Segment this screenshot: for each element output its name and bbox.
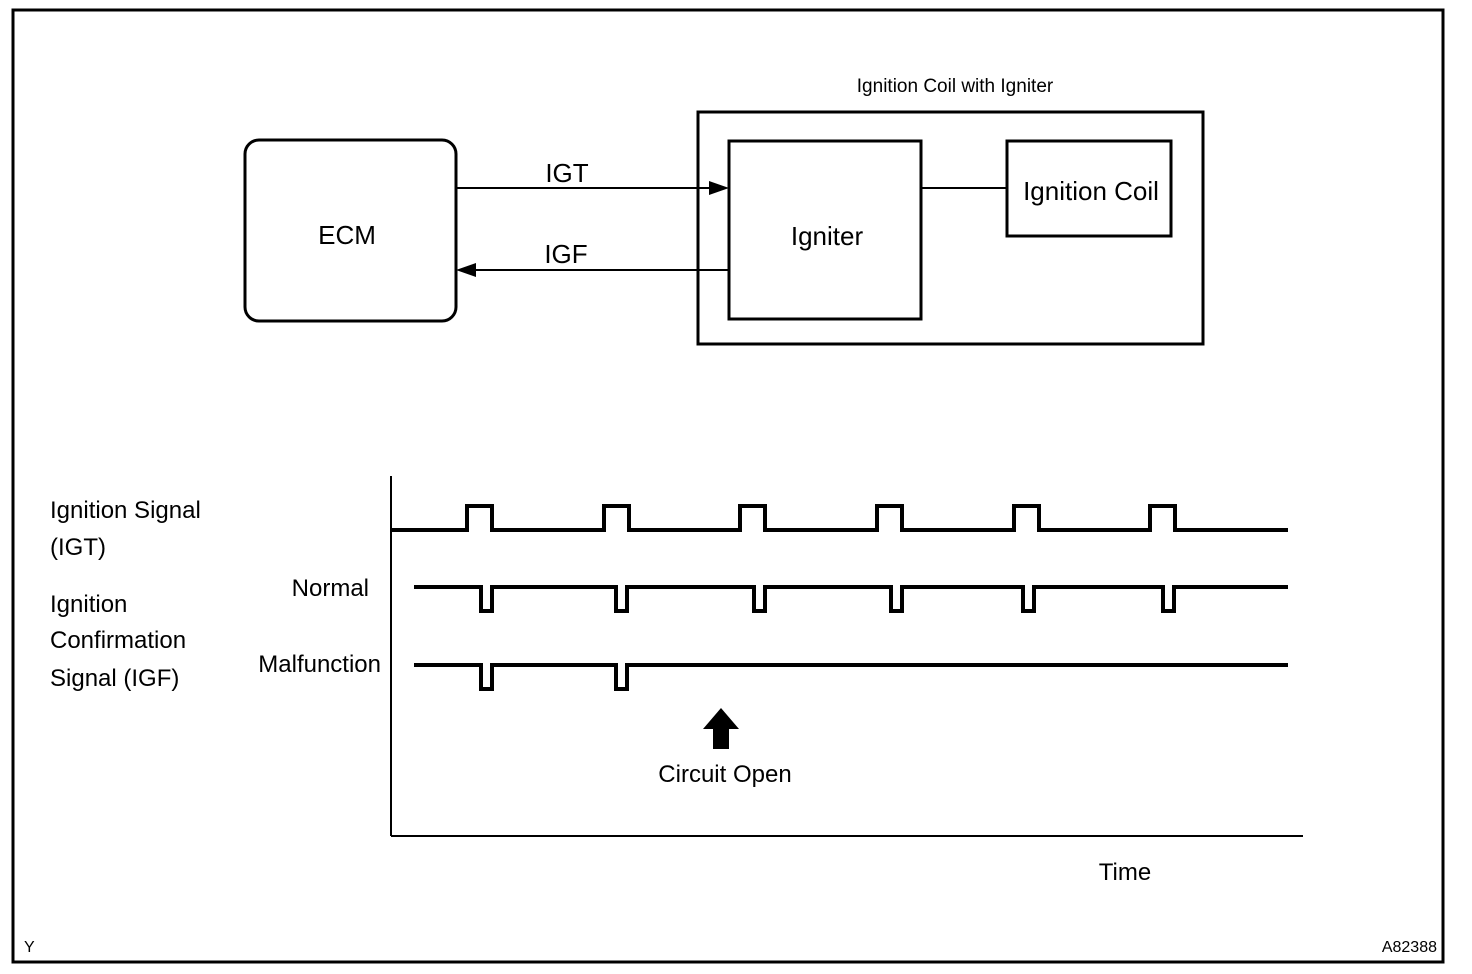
igniter-box [727,139,923,321]
igt-arrowhead-icon [709,181,729,195]
igt-label: IGT [545,158,588,188]
igt-waveform [392,504,1288,532]
igf-normal-waveform [414,585,1288,613]
normal-label: Normal [292,575,369,602]
igt-signal-title-line2: (IGT) [50,534,106,561]
group-title: Ignition Coil with Igniter [857,76,1054,97]
footer-right-code: A82388 [1382,939,1437,956]
igniter-group-box [696,110,1205,346]
outer-frame [11,8,1445,964]
circuit-open-label: Circuit Open [658,761,791,788]
ignition-coil-label: Ignition Coil [1023,176,1159,206]
igf-arrowhead-icon [456,263,476,277]
up-arrow-icon [703,708,739,749]
ecm-box [243,138,458,323]
igf-signal-title-line2: Confirmation [50,627,186,654]
igf-signal-title-line1: Ignition [50,591,127,618]
time-axis-label: Time [1099,859,1151,886]
ecm-label: ECM [318,220,376,250]
igt-signal-title-line1: Ignition Signal [50,497,201,524]
igniter-label: Igniter [791,221,864,251]
footer-left-code: Y [24,939,35,956]
igf-label: IGF [544,239,587,269]
igf-signal-title-line3: Signal (IGF) [50,665,179,692]
igf-malfunction-waveform [414,663,1288,691]
malfunction-label: Malfunction [258,651,381,678]
